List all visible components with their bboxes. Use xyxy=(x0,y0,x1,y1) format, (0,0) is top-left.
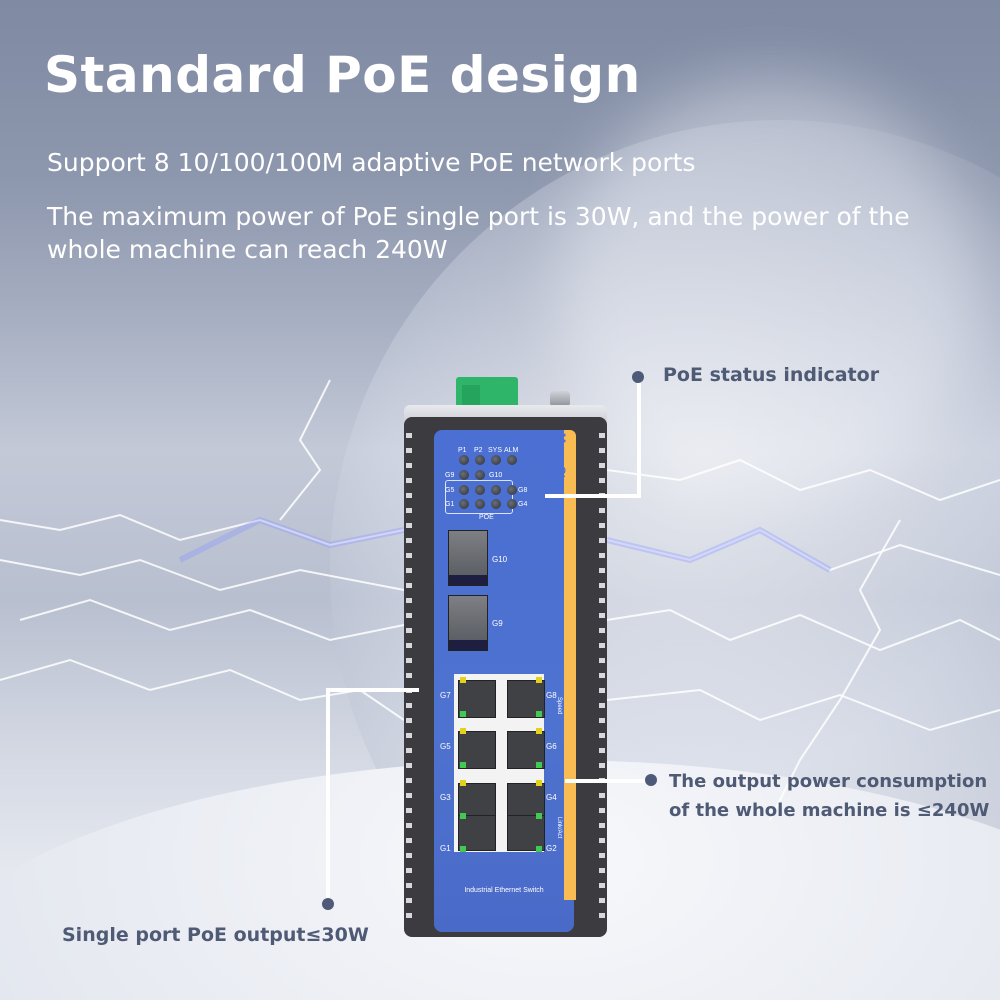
led-label-p2: P2 xyxy=(474,447,483,454)
poe-led xyxy=(491,485,501,495)
led-p1 xyxy=(459,455,469,465)
speed-led xyxy=(536,728,542,734)
speed-led xyxy=(536,780,542,786)
sfp-port-g9 xyxy=(448,595,488,651)
ground-screw xyxy=(550,391,570,407)
callout-poe-status: PoE status indicator xyxy=(663,364,880,386)
heat-fins-right xyxy=(599,425,605,925)
led-p2 xyxy=(475,455,485,465)
speed-side-label: Speed xyxy=(556,697,562,715)
led-label-alm: ALM xyxy=(504,447,519,454)
link-led xyxy=(460,711,466,717)
port-label-g3: G3 xyxy=(440,793,451,802)
poe-label-g4: G4 xyxy=(518,501,528,508)
device-footer-label: Industrial Ethernet Switch xyxy=(464,887,544,894)
poe-led xyxy=(459,485,469,495)
callout-line-poe-status xyxy=(545,494,641,498)
rj45-port-g7 xyxy=(458,680,496,718)
poe-led-group xyxy=(445,480,513,514)
led-label-g9: G9 xyxy=(445,472,455,479)
rj45-port-g2 xyxy=(507,815,545,851)
port-label-g4: G4 xyxy=(546,793,557,802)
port-label-g8: G8 xyxy=(546,691,557,700)
callout-line-output-power xyxy=(565,779,647,783)
port-label-g6: G6 xyxy=(546,742,557,751)
speed-led xyxy=(460,780,466,786)
led-label-g10: G10 xyxy=(489,472,503,479)
linkact-side-label: Link/Act xyxy=(556,817,562,839)
poe-label-g1: G1 xyxy=(445,501,455,508)
callout-line-poe-status xyxy=(637,378,641,496)
speed-led xyxy=(460,728,466,734)
link-led xyxy=(460,762,466,768)
led-sys xyxy=(491,455,501,465)
rj45-port-g1 xyxy=(458,815,496,851)
page-title: Standard PoE design xyxy=(44,46,641,104)
poe-label-g8: G8 xyxy=(518,487,528,494)
led-g9 xyxy=(459,470,469,480)
port-label-g7: G7 xyxy=(440,691,451,700)
speed-led xyxy=(536,677,542,683)
sfp-label-g9: G9 xyxy=(492,619,503,628)
poe-led xyxy=(491,499,501,509)
callout-line-single-port xyxy=(326,688,419,692)
port-label-g2: G2 xyxy=(546,844,557,853)
poe-group-label: POE xyxy=(479,514,494,521)
callout-single-port: Single port PoE output≤30W xyxy=(62,924,369,946)
led-label-p1: P1 xyxy=(458,447,467,454)
poe-led xyxy=(475,485,485,495)
brand-stripe xyxy=(564,430,576,900)
link-led xyxy=(536,846,542,852)
ethernet-switch-device: MoweStar P1 P2 SYS ALM G9 G10 G5 G1 G8 G… xyxy=(404,377,607,943)
port-label-g5: G5 xyxy=(440,742,451,751)
callout-dot-poe-status xyxy=(632,371,644,383)
callout-dot-output-power xyxy=(645,774,657,786)
speed-led xyxy=(460,677,466,683)
link-led xyxy=(536,762,542,768)
poe-led xyxy=(507,499,517,509)
led-g10 xyxy=(475,470,485,480)
led-label-sys: SYS xyxy=(488,447,503,454)
callout-output-power-line1: The output power consumption xyxy=(669,771,988,792)
callout-dot-single-port xyxy=(322,898,334,910)
subtitle-power: The maximum power of PoE single port is … xyxy=(47,202,910,264)
port-label-g1: G1 xyxy=(440,844,451,853)
link-led xyxy=(460,813,466,819)
sfp-label-g10: G10 xyxy=(492,555,508,564)
link-led xyxy=(536,813,542,819)
subtitle-ports: Support 8 10/100/100M adaptive PoE netwo… xyxy=(47,148,696,177)
callout-output-power: The output power consumption of the whol… xyxy=(669,767,989,825)
poe-led xyxy=(507,485,517,495)
poe-label-g5: G5 xyxy=(445,487,455,494)
brand-label: MoweStar xyxy=(554,433,568,490)
poe-led xyxy=(475,499,485,509)
led-alm xyxy=(507,455,517,465)
link-led xyxy=(536,711,542,717)
heat-fins-left xyxy=(406,425,412,925)
callout-line-single-port xyxy=(326,688,330,900)
callout-output-power-line2: of the whole machine is ≤240W xyxy=(669,800,990,821)
sfp-port-g10 xyxy=(448,530,488,586)
rj45-port-g5 xyxy=(458,731,496,769)
link-led xyxy=(460,846,466,852)
poe-led xyxy=(459,499,469,509)
